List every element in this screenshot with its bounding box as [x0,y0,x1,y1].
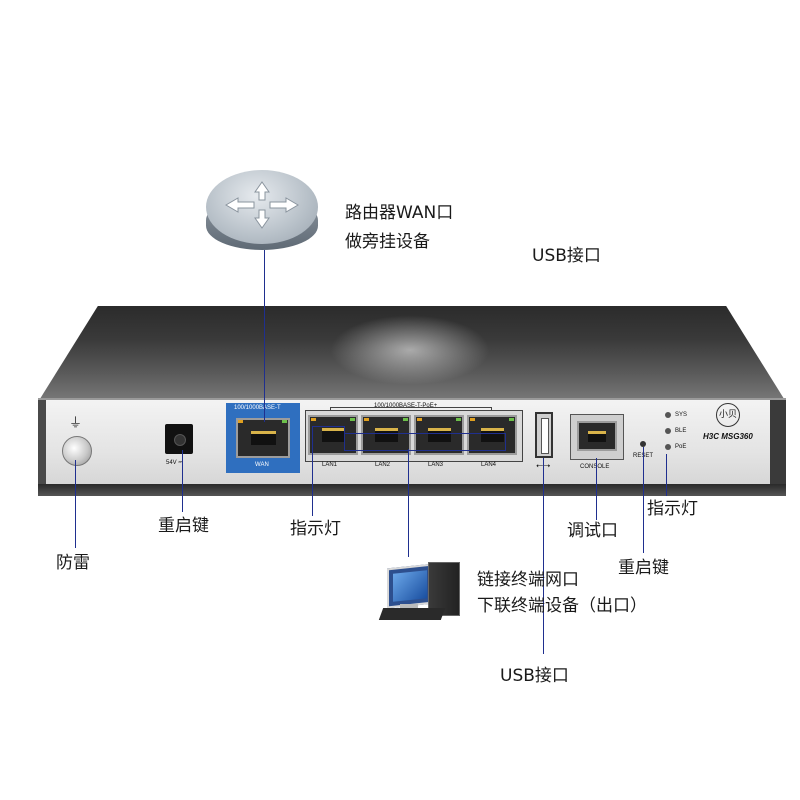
lan4-label: LAN4 [481,462,497,468]
wan-port [236,418,290,458]
usb-annotation-bottom: USB接口 [500,666,569,686]
reboot-annotation-left: 重启键 [158,516,209,536]
indicator-annotation-left: 指示灯 [290,519,341,539]
console-label: CONSOLE [580,464,610,470]
wan-annotation-line1: 路由器WAN口 [345,203,454,223]
led-poe-label: PoE [675,444,687,450]
lightning-annotation: 防雷 [56,553,90,573]
power-label: 54V ⎓ [166,460,184,466]
lan2-port [361,415,411,455]
terminal-annotation-line1: 链接终端网口 [477,570,579,590]
wan-led-left [238,420,243,423]
leader-indicator-right [666,454,667,496]
lan1-port [308,415,358,455]
led-poe [665,444,671,450]
lan2-label: LAN2 [375,462,391,468]
power-jack [165,424,193,454]
leader-reboot-left [182,450,183,512]
arrows-icon [225,181,299,229]
leader-indicator-left [312,426,313,516]
leader-console [596,458,597,520]
lan-title: 100/1000BASE-T-PoE+ [374,403,438,409]
wan-led-right [282,420,287,423]
model-name: H3C MSG360 [703,432,753,441]
lan4-port [467,415,517,455]
leader-ground [75,460,76,548]
led-sys-label: SYS [675,412,688,418]
leader-usb-bottom [543,458,544,654]
wan-title: 100/1000BASE-T [234,405,281,411]
led-sys [665,412,671,418]
lan3-port [414,415,464,455]
led-ble-label: BLE [675,428,687,434]
wan-annotation-line2: 做旁挂设备 [345,232,430,252]
leader-terminal [408,449,409,557]
terminal-annotation-line2: 下联终端设备（出口） [477,596,647,616]
lan1-label: LAN1 [322,462,338,468]
leader-reset [643,447,644,553]
reset-button [640,441,646,447]
reset-annotation: 重启键 [618,558,669,578]
lan-bracket [344,433,506,451]
lan3-label: LAN3 [428,462,444,468]
wan-label: WAN [255,462,269,468]
ground-icon: ⏚ [69,416,83,431]
debug-port-annotation: 调试口 [567,521,618,541]
console-port [570,414,624,460]
leader-wan [264,250,265,422]
ground-screw [62,436,92,466]
led-ble [665,428,671,434]
usb-annotation-top: USB接口 [532,246,601,266]
indicator-annotation-right: 指示灯 [647,499,698,519]
usb-port [535,412,553,458]
brand-logo: 小贝 [716,403,740,427]
